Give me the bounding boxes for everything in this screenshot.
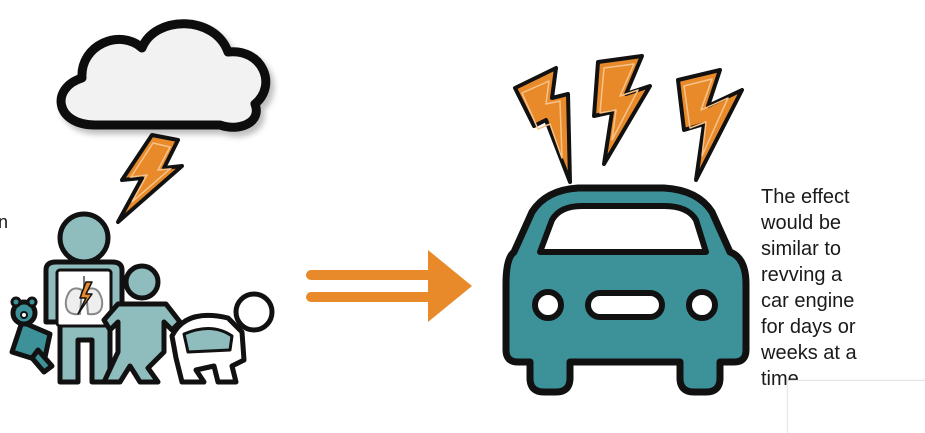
child-figure [101, 263, 183, 385]
caption-text: The effect would be similar to revving a… [761, 186, 857, 390]
lightning-bolt-icon [116, 133, 184, 224]
lungs-icon [64, 276, 104, 316]
baby-figure [169, 291, 275, 385]
lightning-bolt-icon [513, 54, 744, 184]
corner-overlay-panel [787, 380, 925, 433]
arrow-right-icon [306, 250, 472, 322]
car-icon [502, 184, 750, 396]
family-icon [9, 211, 275, 385]
teddy-bear-icon [9, 296, 55, 375]
clipped-text-fragment: n [0, 212, 9, 232]
storm-cloud-icon [56, 19, 271, 132]
